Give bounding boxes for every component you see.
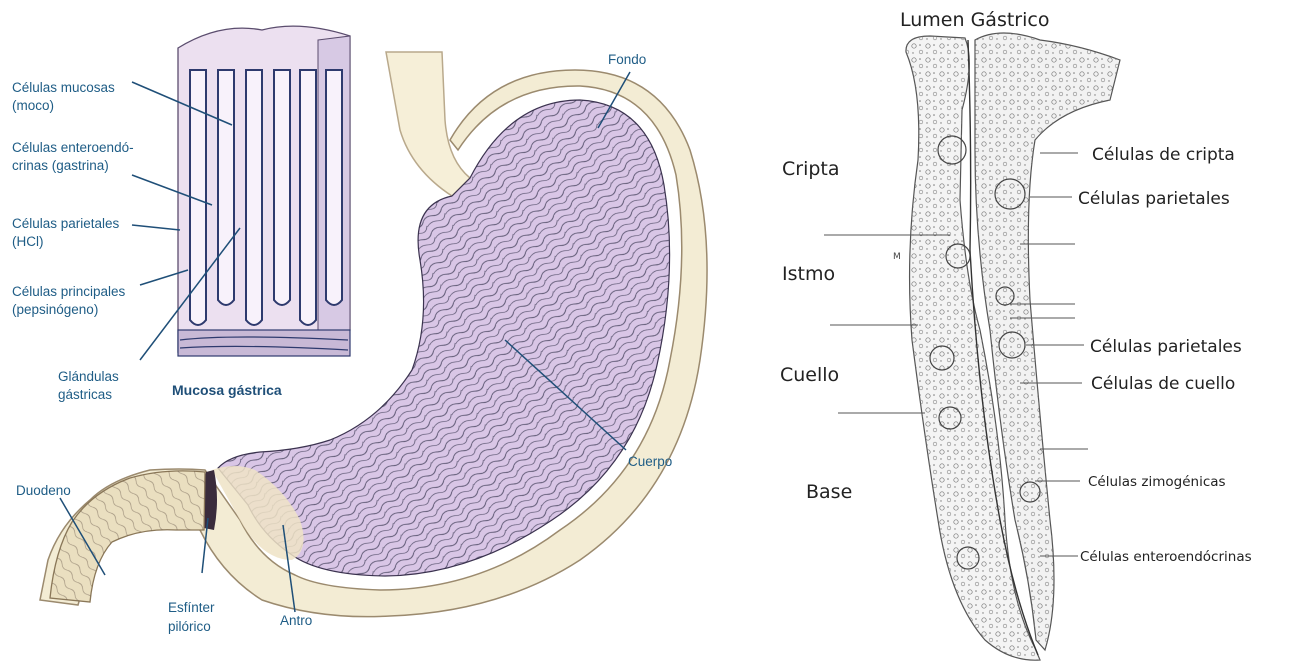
label-istmo: Istmo <box>782 263 835 285</box>
label-celulas-de-cripta: Células de cripta <box>1092 145 1235 165</box>
label-mucosa-gastrica: Mucosa gástrica <box>172 382 282 398</box>
label-celulas-parietales-1: Células parietales <box>1078 189 1230 209</box>
label-cripta: Cripta <box>782 158 840 180</box>
label-pilorico: pilórico <box>168 619 211 634</box>
label-fondo: Fondo <box>608 52 646 67</box>
label-cuerpo: Cuerpo <box>628 454 672 469</box>
label-antro: Antro <box>280 613 312 628</box>
label-m: M <box>893 252 901 262</box>
label-base: Base <box>806 481 852 503</box>
label-celulas-principales: Células principales <box>12 284 126 299</box>
label-celulas-de-cuello: Células de cuello <box>1091 374 1235 394</box>
stomach-illustration <box>40 52 707 617</box>
label-duodeno: Duodeno <box>16 483 71 498</box>
label-glandulas: Glándulas <box>58 369 119 384</box>
label-esfinter: Esfínter <box>168 600 215 615</box>
label-celulas-enteroendocrinas-right: Células enteroendócrinas <box>1080 549 1252 565</box>
label-cuello: Cuello <box>780 364 839 386</box>
label-celulas-enteroendocrinas: Células enteroendó- <box>12 140 134 155</box>
label-gastricas: gástricas <box>58 387 112 402</box>
gastric-gland-illustration <box>906 33 1120 660</box>
label-pepsinogeno: (pepsinógeno) <box>12 302 98 317</box>
label-celulas-parietales: Células parietales <box>12 216 120 231</box>
label-gastrina: crinas (gastrina) <box>12 158 109 173</box>
label-celulas-mucosas: Células mucosas <box>12 80 115 95</box>
mucosa-inset <box>178 26 350 356</box>
label-celulas-zimogenicas: Células zimogénicas <box>1088 474 1226 490</box>
label-moco: (moco) <box>12 98 54 113</box>
label-celulas-parietales-2: Células parietales <box>1090 337 1242 357</box>
esophagus <box>386 52 470 196</box>
label-lumen-gastrico: Lumen Gástrico <box>900 9 1049 31</box>
label-hcl: (HCl) <box>12 234 44 249</box>
